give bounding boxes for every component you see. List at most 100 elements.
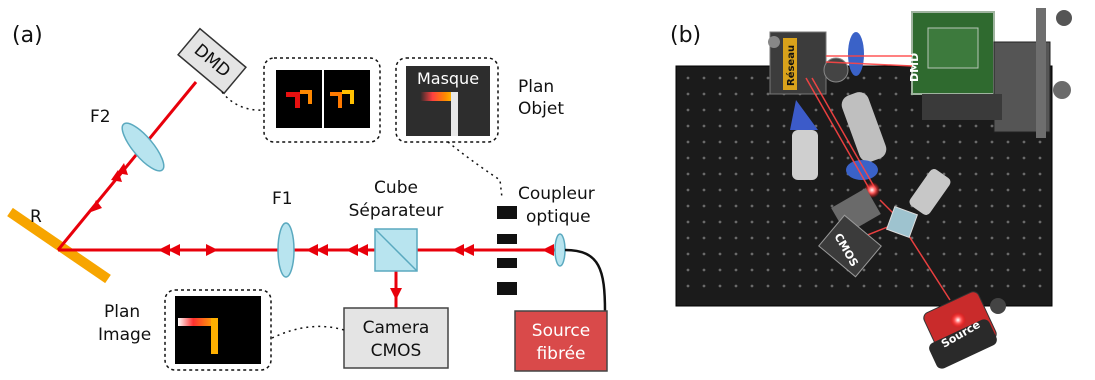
table-hole — [862, 284, 866, 288]
table-hole — [1022, 236, 1026, 240]
table-hole — [990, 236, 994, 240]
table-hole — [702, 236, 706, 240]
table-hole — [974, 268, 978, 272]
table-hole — [686, 220, 690, 224]
table-hole — [894, 124, 898, 128]
table-hole — [814, 252, 818, 256]
table-hole — [830, 92, 834, 96]
table-hole — [926, 156, 930, 160]
table-hole — [1038, 220, 1042, 224]
table-hole — [1006, 284, 1010, 288]
table-hole — [830, 220, 834, 224]
table-hole — [750, 284, 754, 288]
table-hole — [782, 124, 786, 128]
table-hole — [1006, 156, 1010, 160]
table-hole — [718, 252, 722, 256]
table-hole — [1022, 204, 1026, 208]
table-hole — [766, 204, 770, 208]
table-hole — [718, 76, 722, 80]
table-hole — [878, 236, 882, 240]
table-hole — [718, 188, 722, 192]
table-hole — [814, 236, 818, 240]
table-hole — [766, 76, 770, 80]
photo-dmd-label: DMD — [908, 53, 921, 82]
table-hole — [910, 268, 914, 272]
coupler-label-1: Coupleur — [518, 184, 595, 204]
table-hole — [990, 156, 994, 160]
table-hole — [782, 188, 786, 192]
table-hole — [798, 236, 802, 240]
table-hole — [990, 284, 994, 288]
table-hole — [942, 140, 946, 144]
table-hole — [878, 76, 882, 80]
lens-f2 — [121, 122, 165, 172]
table-hole — [750, 76, 754, 80]
table-hole — [702, 76, 706, 80]
table-hole — [782, 172, 786, 176]
table-hole — [926, 268, 930, 272]
photo-post — [1036, 8, 1046, 138]
table-hole — [702, 124, 706, 128]
table-hole — [734, 172, 738, 176]
table-hole — [974, 140, 978, 144]
table-hole — [782, 236, 786, 240]
table-hole — [958, 188, 962, 192]
camera-label-1: Camera — [363, 318, 430, 338]
table-hole — [750, 92, 754, 96]
table-hole — [718, 284, 722, 288]
mask-inset: Masque — [395, 57, 499, 143]
table-hole — [894, 108, 898, 112]
table-hole — [1038, 236, 1042, 240]
camera-label-2: CMOS — [371, 341, 422, 361]
coupler-lens — [554, 233, 566, 267]
table-hole — [750, 188, 754, 192]
fiber-source-box: Source fibrée — [514, 310, 608, 372]
table-hole — [926, 220, 930, 224]
table-hole — [1038, 204, 1042, 208]
source-label-2: fibrée — [536, 344, 585, 364]
table-hole — [990, 124, 994, 128]
photo-post-holder — [792, 130, 818, 180]
table-hole — [862, 268, 866, 272]
table-hole — [878, 220, 882, 224]
table-hole — [894, 284, 898, 288]
table-hole — [814, 284, 818, 288]
table-hole — [878, 252, 882, 256]
table-hole — [830, 156, 834, 160]
table-hole — [702, 188, 706, 192]
table-hole — [974, 124, 978, 128]
table-hole — [718, 220, 722, 224]
table-hole — [766, 268, 770, 272]
table-hole — [878, 204, 882, 208]
table-hole — [1038, 172, 1042, 176]
optical-fiber — [564, 248, 607, 313]
panel-a-label: (a) — [12, 23, 43, 48]
table-hole — [702, 268, 706, 272]
table-hole — [990, 252, 994, 256]
table-hole — [1006, 172, 1010, 176]
table-hole — [942, 156, 946, 160]
table-hole — [702, 140, 706, 144]
table-hole — [702, 108, 706, 112]
table-hole — [814, 220, 818, 224]
table-hole — [766, 156, 770, 160]
table-hole — [1038, 188, 1042, 192]
table-hole — [1022, 268, 1026, 272]
table-hole — [766, 172, 770, 176]
mask-connector — [447, 141, 503, 199]
table-hole — [878, 284, 882, 288]
table-hole — [990, 188, 994, 192]
table-hole — [1006, 204, 1010, 208]
table-hole — [974, 188, 978, 192]
table-hole — [814, 268, 818, 272]
table-hole — [734, 108, 738, 112]
table-hole — [750, 124, 754, 128]
table-hole — [1006, 188, 1010, 192]
table-hole — [894, 92, 898, 96]
table-hole — [766, 124, 770, 128]
table-hole — [718, 236, 722, 240]
table-hole — [1022, 188, 1026, 192]
table-hole — [1006, 252, 1010, 256]
table-hole — [686, 252, 690, 256]
